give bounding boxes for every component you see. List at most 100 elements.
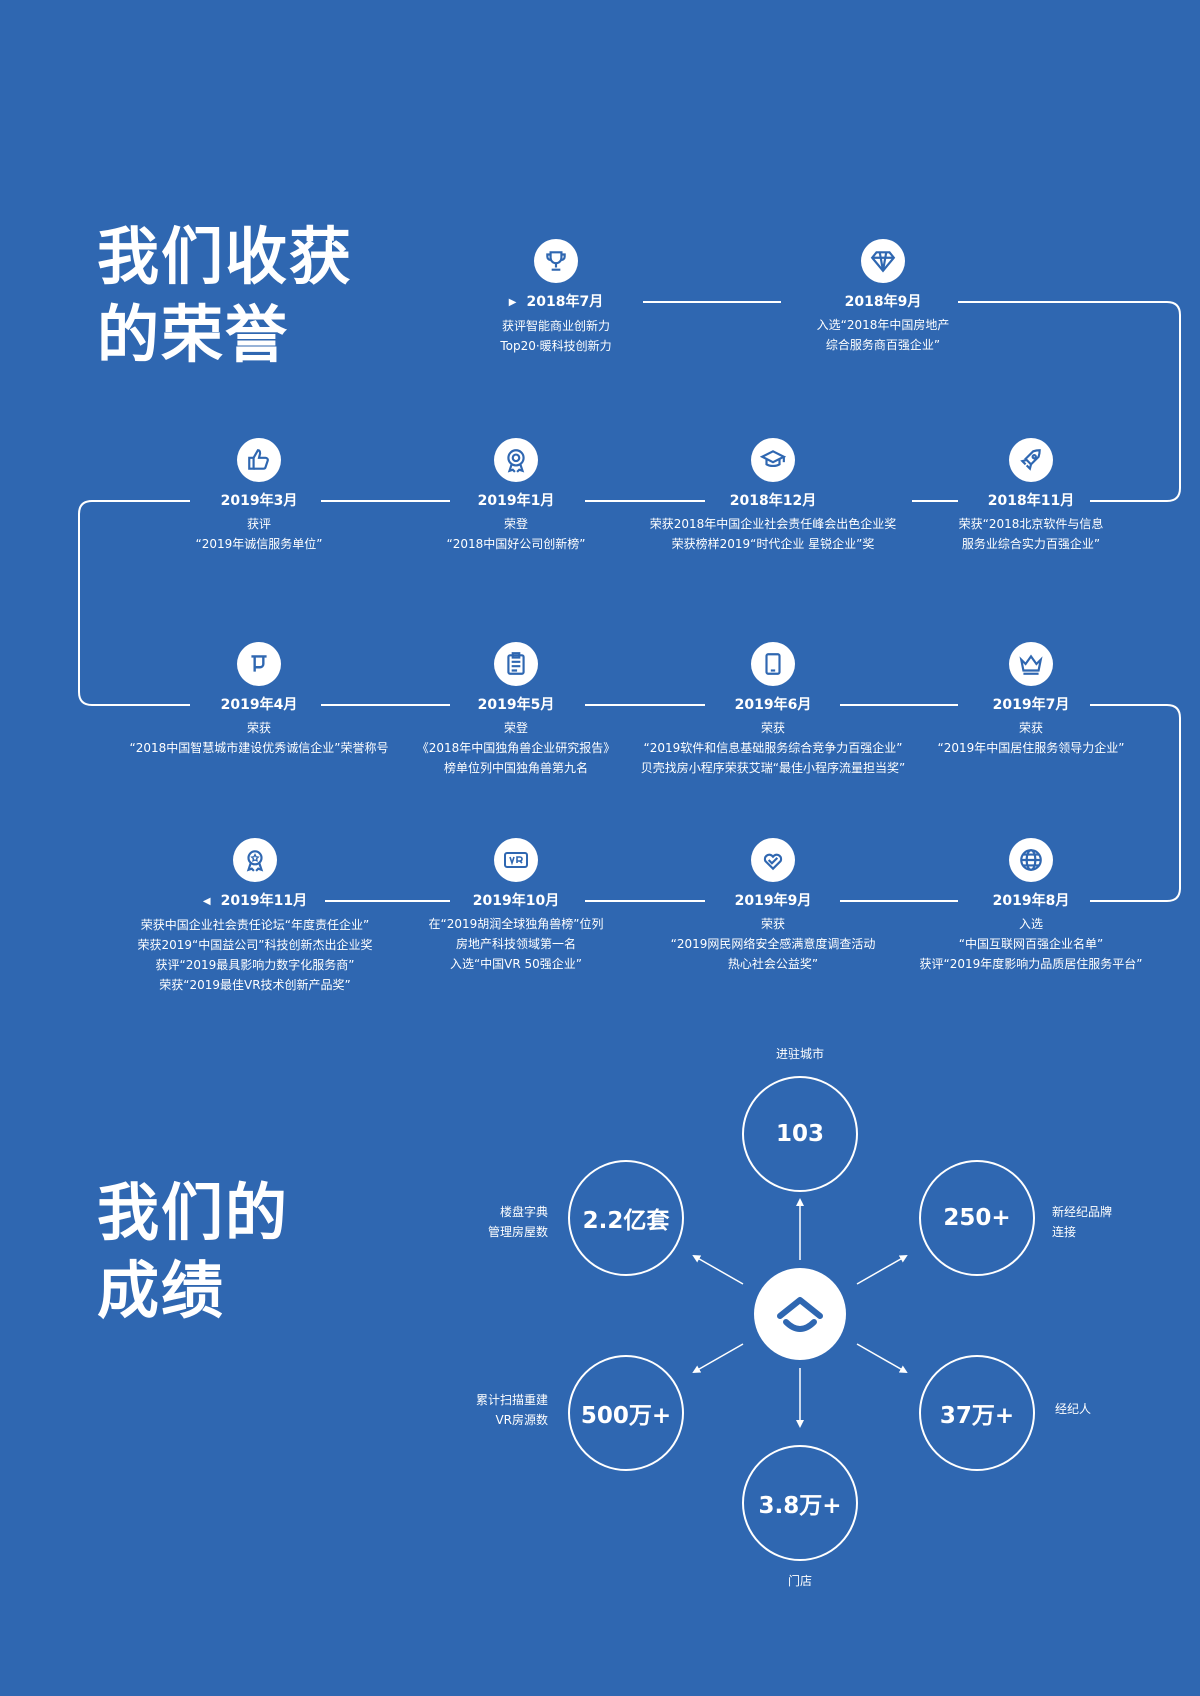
milestone-line: 荣登 [503, 517, 528, 531]
milestone: 2018年12月 荣获2018年中国企业社会责任峰会出色企业奖 荣获榜样2019… [613, 438, 933, 554]
milestone-line: 荣获 [760, 721, 785, 735]
diamond-icon [861, 239, 905, 283]
honors-heading: 我们收获 的荣誉 [97, 218, 353, 374]
milestone-date: 2019年8月 [992, 893, 1070, 909]
milestone-line: “2018中国智慧城市建设优秀诚信企业”荣誉称号 [129, 741, 389, 755]
thumbs-up-icon [237, 438, 281, 482]
award-badge-icon [494, 438, 538, 482]
milestone-date: 2019年7月 [992, 697, 1070, 713]
milestone: 2019年4月 荣获 “2018中国智慧城市建设优秀诚信企业”荣誉称号 [99, 642, 419, 758]
milestone-line: “2019年中国居住服务领导力企业” [937, 741, 1125, 755]
milestone-line: 荣获2019“中国益公司”科技创新杰出企业奖 [137, 938, 373, 952]
milestone-text: 荣获2018年中国企业社会责任峰会出色企业奖 荣获榜样2019“时代企业 星锐企… [613, 514, 933, 554]
milestone-line: 获评“2019最具影响力数字化服务商” [155, 958, 355, 972]
milestone-line: “2019软件和信息基础服务综合竞争力百强企业” [643, 741, 903, 755]
arrow-to-housing [692, 1255, 744, 1285]
vr-icon [494, 838, 538, 882]
stat-label-cities: 进驻城市 [775, 1047, 824, 1061]
milestone-text: 荣获“2018北京软件与信息 服务业综合实力百强企业” [871, 514, 1191, 554]
milestone: 2019年9月 荣获 “2019网民网络安全感满意度调查活动 热心社会公益奖” [613, 838, 933, 974]
milestone-line: 获评智能商业创新力 [501, 319, 610, 333]
milestone-date: 2019年9月 [734, 893, 812, 909]
milestone-line: “2019网民网络安全感满意度调查活动 [670, 937, 876, 951]
milestone: 2018年11月 荣获“2018北京软件与信息 服务业综合实力百强企业” [871, 438, 1191, 554]
stat-circle-agents: 37万+ [919, 1355, 1035, 1471]
milestone-line: 荣登 [503, 721, 528, 735]
medal-icon [233, 838, 277, 882]
stat-label-agents: 经纪人 [1055, 1402, 1092, 1416]
milestone-date: 2018年12月 [729, 493, 817, 509]
timeline-connector-lines [78, 301, 1181, 902]
milestone-line: “中国互联网百强企业名单” [958, 937, 1104, 951]
milestone-text: 荣登 “2018中国好公司创新榜” [356, 514, 676, 554]
milestone: ▶2018年7月 获评智能商业创新力 Top20·暖科技创新力 [396, 239, 716, 356]
center-logo [754, 1268, 846, 1360]
milestone-line: 荣获榜样2019“时代企业 星锐企业”奖 [671, 537, 875, 551]
milestone-line: 贝壳找房小程序荣获艾瑞“最佳小程序流量担当奖” [640, 761, 906, 775]
milestone-line: 获评“2019年度影响力品质居住服务平台” [919, 957, 1143, 971]
milestone-date: 2019年10月 [472, 893, 560, 909]
rocket-icon [1009, 438, 1053, 482]
milestone-line: 荣获2018年中国企业社会责任峰会出色企业奖 [649, 517, 897, 531]
milestone: 2019年6月 荣获 “2019软件和信息基础服务综合竞争力百强企业” 贝壳找房… [613, 642, 933, 778]
milestone-date: 2019年6月 [734, 697, 812, 713]
beike-house-logo-icon [777, 1297, 823, 1332]
milestone-line: 荣获 [246, 721, 271, 735]
tablet-icon [751, 642, 795, 686]
milestone: 2019年3月 获评 “2019年诚信服务单位” [99, 438, 419, 554]
milestone-line: Top20·暖科技创新力 [500, 339, 612, 353]
milestone-line: 热心社会公益奖” [727, 957, 819, 971]
milestone-text: 荣获 “2018中国智慧城市建设优秀诚信企业”荣誉称号 [99, 718, 419, 758]
arrow-to-brands [856, 1255, 908, 1285]
stat-circle-housing: 2.2亿套 [568, 1160, 684, 1276]
clipboard-icon [494, 642, 538, 686]
milestone-text: 荣获 “2019年中国居住服务领导力企业” [871, 718, 1191, 758]
chinese-seal-icon [237, 642, 281, 686]
milestone-line: 荣获中国企业社会责任论坛“年度责任企业” [140, 918, 370, 932]
stat-circle-cities: 103 [742, 1076, 858, 1192]
milestone-line: 荣获“2019最佳VR技术创新产品奖” [159, 978, 351, 992]
milestone-line: 荣获“2018北京软件与信息 [958, 517, 1104, 531]
honors-heading-line-2: 的荣誉 [97, 298, 290, 371]
honors-heading-line-1: 我们收获 [97, 220, 354, 293]
milestone-line: 荣获 [1018, 721, 1043, 735]
milestone: 2019年7月 荣获 “2019年中国居住服务领导力企业” [871, 642, 1191, 758]
arrow-to-agents [856, 1343, 908, 1373]
milestone-text: 荣获中国企业社会责任论坛“年度责任企业” 荣获2019“中国益公司”科技创新杰出… [95, 915, 415, 995]
milestone-line: “2019年诚信服务单位” [195, 537, 323, 551]
heart-hands-icon [751, 838, 795, 882]
arrow-to-vr [692, 1343, 744, 1373]
milestone-date: 2019年4月 [220, 697, 298, 713]
graduation-cap-icon [751, 438, 795, 482]
milestone: 2019年8月 入选 “中国互联网百强企业名单” 获评“2019年度影响力品质居… [871, 838, 1191, 974]
achievements-heading-line-2: 成绩 [97, 1254, 226, 1327]
milestone-text: 在“2019胡润全球独角兽榜”位列 房地产科技领域第一名 入选“中国VR 50强… [356, 914, 676, 974]
milestone-text: 荣登 《2018年中国独角兽企业研究报告》 榜单位列中国独角兽第九名 [356, 718, 676, 778]
milestone-date: 2019年11月 [220, 893, 308, 909]
milestone-text: 荣获 “2019软件和信息基础服务综合竞争力百强企业” 贝壳找房小程序荣获艾瑞“… [613, 718, 933, 778]
milestone: ◀ 2019年11月 荣获中国企业社会责任论坛“年度责任企业” 荣获2019“中国… [95, 838, 415, 995]
milestone-line: 房地产科技领域第一名 [455, 937, 576, 951]
milestone-line: “2018中国好公司创新榜” [446, 537, 586, 551]
stat-label-brands: 新经纪品牌 连接 [1052, 1205, 1113, 1239]
milestone: 2018年9月 入选“2018年中国房地产 综合服务商百强企业” [723, 239, 1043, 355]
milestone-date: 2018年11月 [987, 493, 1075, 509]
stat-label-vr: 累计扫描重建 VR房源数 [475, 1393, 548, 1427]
milestone-line: 综合服务商百强企业” [825, 338, 941, 352]
milestone-date: 2018年9月 [844, 294, 922, 310]
milestone-text: 获评 “2019年诚信服务单位” [99, 514, 419, 554]
milestone-line: 入选“2018年中国房地产 [816, 318, 950, 332]
milestone-line: 获评 [246, 517, 271, 531]
globe-icon [1009, 838, 1053, 882]
milestone-line: 入选“中国VR 50强企业” [449, 957, 583, 971]
milestone-date: 2019年3月 [220, 493, 298, 509]
milestone-line: 在“2019胡润全球独角兽榜”位列 [428, 917, 604, 931]
milestone-text: 获评智能商业创新力 Top20·暖科技创新力 [396, 316, 716, 356]
caret-left-icon: ◀ [202, 896, 211, 907]
milestone-date: 2018年7月 [526, 294, 604, 310]
milestone-line: 入选 [1018, 917, 1043, 931]
milestone-date: 2019年1月 [477, 493, 555, 509]
milestone-line: 榜单位列中国独角兽第九名 [443, 761, 588, 775]
milestone: 2019年1月 荣登 “2018中国好公司创新榜” [356, 438, 676, 554]
